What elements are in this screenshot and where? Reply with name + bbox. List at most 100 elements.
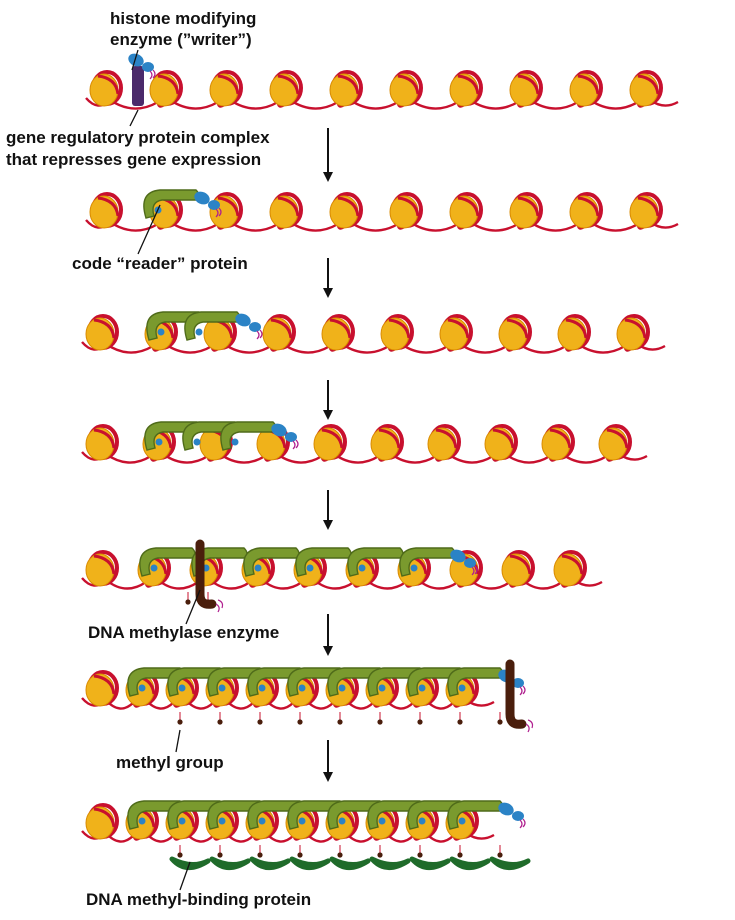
- histone-core: [541, 427, 571, 461]
- histone-core: [509, 195, 539, 229]
- chromatin-row-3: [81, 311, 666, 354]
- dna-wrap-front: [97, 74, 120, 95]
- histone-mark: [298, 817, 306, 825]
- chromatin-row-1: [85, 53, 679, 110]
- nucleosome: [557, 314, 591, 351]
- writer-head: [464, 558, 476, 568]
- dna-wrap-front: [217, 74, 240, 95]
- writer-body: [194, 191, 210, 205]
- methylase-label: DNA methylase enzyme: [88, 623, 280, 642]
- nucleosome: [439, 314, 473, 351]
- methyl-binding-protein: [409, 856, 451, 870]
- step-arrow: [323, 258, 333, 298]
- histone-mark: [254, 564, 262, 572]
- dna-wrap-front: [93, 318, 116, 339]
- methyl-group: [337, 712, 343, 725]
- histone-mark: [378, 817, 386, 825]
- writer-head: [142, 62, 154, 72]
- writer-head: [512, 811, 524, 821]
- writer-label-line1: histone modifying: [110, 9, 257, 28]
- dna-wrap-front: [517, 196, 540, 217]
- nucleosome: [89, 70, 123, 107]
- histone-core: [501, 553, 531, 587]
- methyl-dot: [217, 719, 223, 725]
- methyl-dot: [297, 852, 303, 858]
- dna-wrap-front: [506, 318, 529, 339]
- arrow-head: [323, 520, 333, 530]
- histone-core: [209, 73, 239, 107]
- dna-wrap-front: [337, 74, 360, 95]
- histone-core: [85, 806, 115, 840]
- writer-enzyme: [194, 191, 222, 218]
- dna-wrap-front: [93, 674, 116, 695]
- histone-mark: [306, 564, 314, 572]
- histone-mark: [258, 817, 266, 825]
- methyl-group: [417, 712, 423, 725]
- methyl-dot: [297, 719, 303, 725]
- methyl-dot: [337, 852, 343, 858]
- nucleosome: [616, 314, 650, 351]
- dna-wrap-front: [157, 74, 180, 95]
- histone-core: [329, 195, 359, 229]
- methyl-binding-protein: [369, 856, 411, 870]
- writer-body: [450, 549, 466, 563]
- writer-mark: [149, 69, 156, 80]
- histone-core: [484, 427, 514, 461]
- arrow-head: [323, 288, 333, 298]
- dna-wrap-front: [624, 318, 647, 339]
- histone-core: [89, 73, 119, 107]
- methyl-dot: [185, 599, 191, 605]
- writer-body: [498, 802, 514, 816]
- nucleosome: [269, 192, 303, 229]
- histone-core: [629, 73, 659, 107]
- methyl-dot: [457, 852, 463, 858]
- nucleosome: [85, 314, 119, 351]
- histone-core: [439, 317, 469, 351]
- methyl-dot: [377, 852, 383, 858]
- methyl-group: [217, 845, 223, 858]
- nucleosome: [89, 192, 123, 229]
- histone-mark: [458, 684, 466, 692]
- histone-core: [329, 73, 359, 107]
- writer-mark: [519, 818, 526, 829]
- histone-core: [449, 195, 479, 229]
- methyl-binding-protein: [289, 856, 331, 870]
- nucleosome: [329, 70, 363, 107]
- histone-mark: [338, 817, 346, 825]
- label-leader: [179, 861, 191, 891]
- methyl-group: [337, 845, 343, 858]
- writer-enzyme: [235, 313, 263, 340]
- methyl-group: [257, 845, 263, 858]
- histone-core: [380, 317, 410, 351]
- histone-core: [616, 317, 646, 351]
- methyl-group: [185, 592, 191, 605]
- histone-mark: [358, 564, 366, 572]
- histone-core: [389, 195, 419, 229]
- methyl-binding-protein: [449, 856, 491, 870]
- dna-wrap-front: [378, 428, 401, 449]
- methyl-group: [457, 845, 463, 858]
- writer-mark: [519, 685, 526, 696]
- nucleosome: [149, 70, 183, 107]
- dna-wrap-front: [217, 196, 240, 217]
- histone-mark: [418, 817, 426, 825]
- methyl-dot: [177, 719, 183, 725]
- methyl-dot: [217, 852, 223, 858]
- nucleosome: [209, 70, 243, 107]
- nucleosome: [629, 192, 663, 229]
- histone-core: [498, 317, 528, 351]
- methyl-group: [297, 845, 303, 858]
- methyl-dot: [417, 852, 423, 858]
- histone-core: [427, 427, 457, 461]
- histone-core: [85, 427, 115, 461]
- dna-wrap-front: [337, 196, 360, 217]
- methyl-group: [497, 845, 503, 858]
- arrow-head: [323, 410, 333, 420]
- histone-core: [313, 427, 343, 461]
- histone-core: [269, 73, 299, 107]
- writer-mark: [215, 207, 222, 218]
- histone-mark: [178, 684, 186, 692]
- methyl-group: [297, 712, 303, 725]
- methyl-dot: [417, 719, 423, 725]
- methylase-mark: [215, 599, 224, 613]
